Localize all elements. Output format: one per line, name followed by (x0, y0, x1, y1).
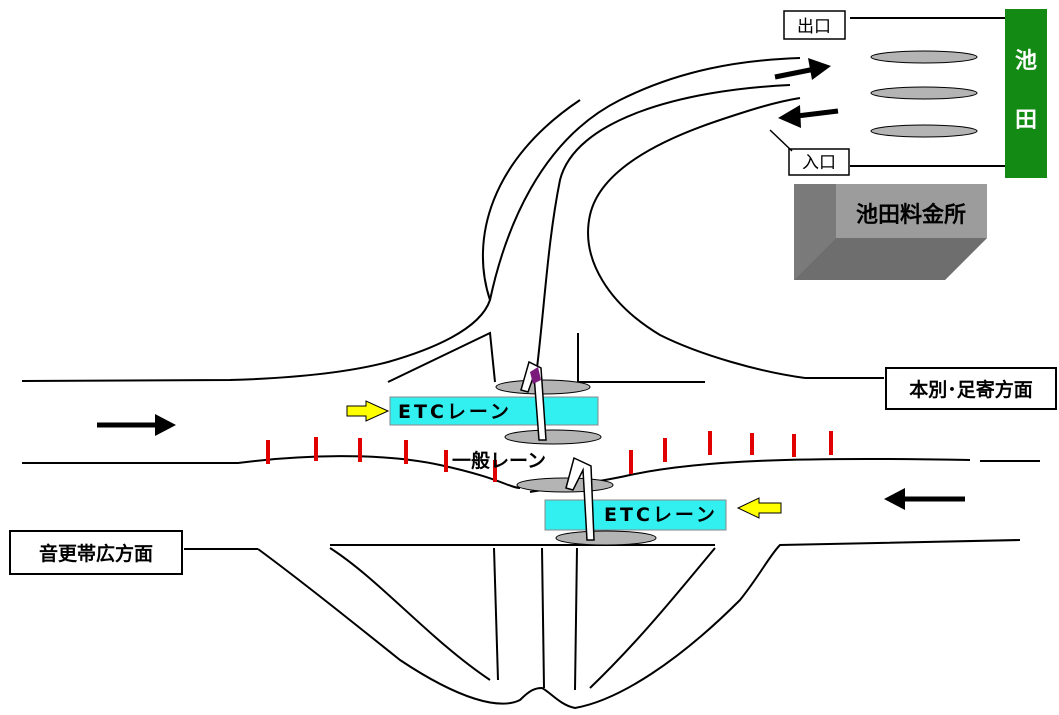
direction-west-label: 音更帯広方面 (39, 542, 153, 565)
entrance-label: 入口 (802, 153, 836, 173)
ikeda-sign-char-2: 田 (1015, 108, 1037, 133)
exit-label-box (783, 10, 846, 40)
ikeda-sign (1005, 9, 1047, 178)
arrow-left-icon (884, 488, 965, 510)
under-line-3 (574, 547, 578, 691)
median-upper (22, 455, 521, 489)
road-edge-top-right (587, 97, 806, 379)
under-line-2 (541, 547, 545, 689)
arrow-right-icon (774, 58, 831, 80)
ikeda-pads (870, 50, 978, 138)
entrance-label-box (788, 148, 850, 176)
etc-lane-lower-label: ETCレーン (604, 504, 718, 526)
etc-lane-box-lower (544, 499, 727, 531)
exit-label: 出口 (797, 17, 831, 37)
direction-east-box (885, 367, 1057, 410)
entrance-leader (769, 129, 793, 152)
road-edge-bottom-lower (257, 539, 1021, 710)
ramp-outer (481, 99, 581, 301)
direction-west-box (9, 530, 183, 575)
yellow-arrow-left-icon (736, 497, 782, 519)
booth-flag-icon (565, 456, 595, 541)
island-left (387, 331, 496, 383)
yellow-arrow-right-icon (346, 400, 390, 422)
tollbooth-label: 池田料金所 (856, 202, 966, 228)
tollbooth-building (794, 184, 987, 280)
road-edge-top-left (21, 57, 801, 382)
etc-lane-box-upper (389, 396, 599, 426)
ikeda-sign-char-1: 池 (1015, 49, 1037, 74)
booth-flag-icon (520, 360, 547, 441)
under-curve-left (329, 547, 491, 681)
island-right (577, 333, 705, 383)
lane-divider-marks (266, 431, 833, 482)
direction-east-label: 本別･足寄方面 (909, 378, 1033, 401)
ramp-median (536, 84, 791, 369)
under-line-1 (493, 547, 499, 681)
etc-lane-upper-label: ETCレーン (398, 401, 512, 423)
under-curve-right (589, 547, 716, 689)
arrow-right-icon (97, 414, 176, 436)
general-lane-label: 一般レーン (452, 449, 546, 472)
arrow-left-icon (778, 105, 839, 128)
